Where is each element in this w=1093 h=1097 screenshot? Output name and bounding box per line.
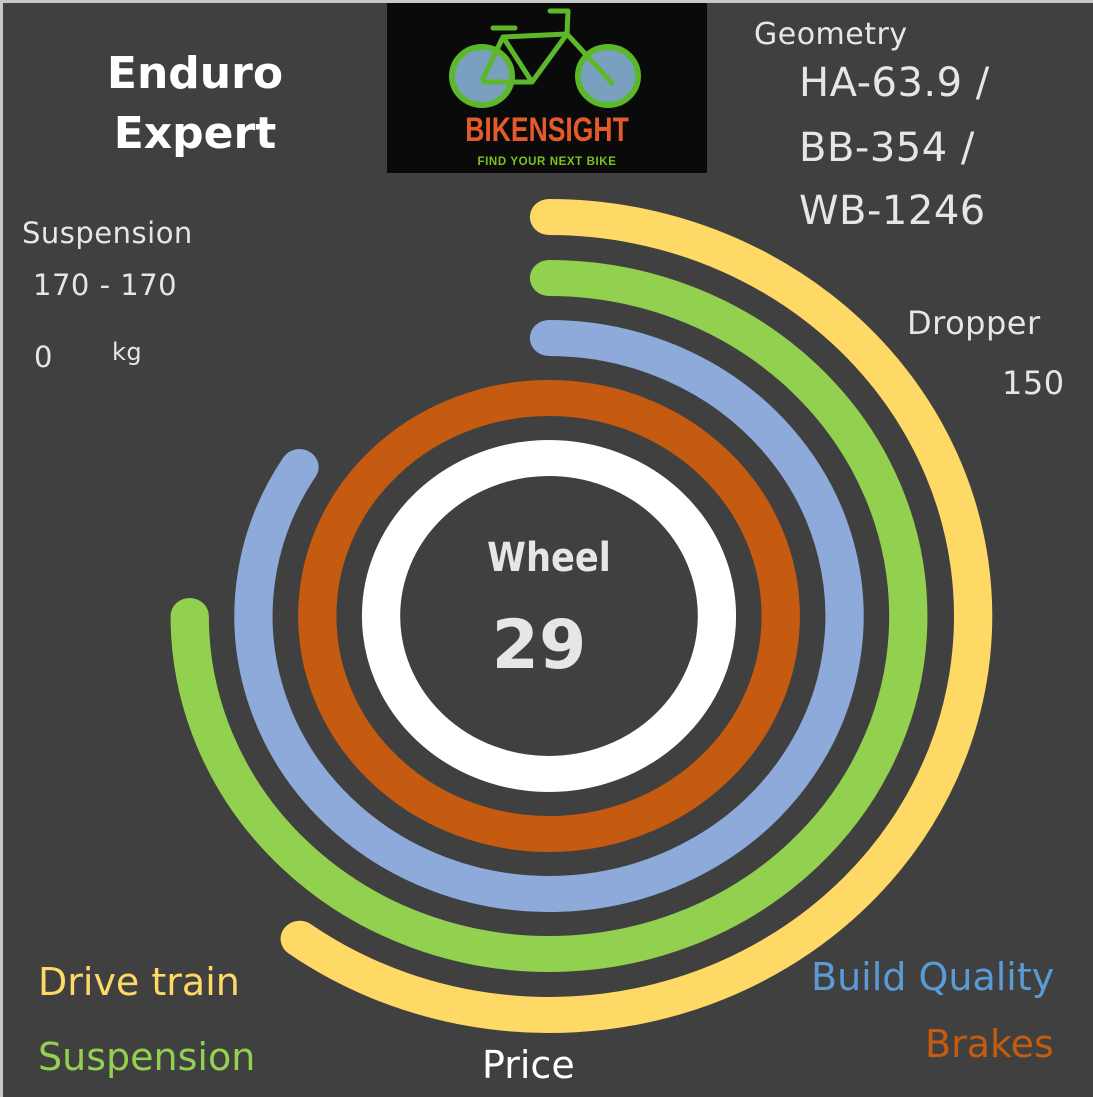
arc-brakes [298, 380, 800, 852]
dropper-label: Dropper [907, 304, 1041, 342]
legend-drive-train: Drive train [38, 960, 240, 1004]
arc-price [361, 440, 737, 792]
geometry-line-3: WB-1246 [799, 188, 986, 234]
bike-title-line2: Expert [113, 108, 277, 159]
weight-value: 0 [34, 340, 53, 374]
arc-drive-train [280, 199, 993, 1033]
wheel-label: Wheel [487, 535, 611, 581]
suspension-spec-label: Suspension [22, 216, 193, 250]
logo-tagline: FIND YOUR NEXT BIKE [477, 156, 617, 168]
legend-price: Price [482, 1043, 575, 1087]
arc-build-quality [234, 320, 864, 912]
geometry-label: Geometry [754, 17, 908, 52]
geometry-line-2: BB-354 / [799, 125, 975, 171]
geometry-line-1: HA-63.9 / [799, 60, 990, 106]
arc-suspension [170, 260, 928, 972]
legend-build-quality: Build Quality [811, 955, 1055, 999]
dropper-value: 150 [1002, 364, 1065, 402]
suspension-spec-value: 170 - 170 [33, 268, 178, 302]
legend-brakes: Brakes [925, 1022, 1054, 1066]
logo-name: BIKENSIGHT [465, 111, 629, 149]
bike-title: Enduro Expert [60, 44, 330, 164]
bike-title-line1: Enduro [106, 48, 284, 99]
legend-suspension: Suspension [38, 1035, 256, 1079]
wheel-size-value: 29 [491, 606, 587, 685]
bikensight-logo: BIKENSIGHT FIND YOUR NEXT BIKE [387, 3, 707, 173]
bicycle-icon [449, 8, 641, 108]
weight-unit: kg [112, 338, 143, 366]
